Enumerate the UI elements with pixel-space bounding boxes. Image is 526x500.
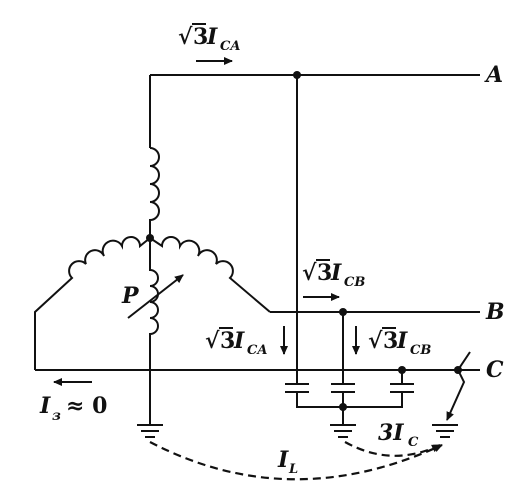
svg-text:I: I [206, 24, 218, 50]
svg-text:з: з [52, 408, 61, 424]
cap-common-bus [296, 392, 403, 408]
svg-text:√: √ [368, 328, 383, 354]
svg-text:I: I [233, 328, 245, 354]
label-sqrt3-icb-b: √ 3 I CB [302, 259, 365, 290]
winding-a-coil [149, 147, 160, 238]
capacitor-a [285, 383, 309, 393]
svg-text:3: 3 [193, 24, 208, 50]
winding-left-coil [34, 236, 151, 370]
capacitor-c [390, 383, 414, 393]
svg-text:I: I [330, 260, 342, 286]
reactor-label: P [121, 283, 140, 309]
svg-text:3: 3 [220, 328, 235, 354]
label-neutral-current: I з ≈ 0 [39, 393, 107, 424]
svg-text:L: L [288, 462, 298, 477]
ground-symbol-neutral [137, 424, 163, 438]
svg-text:√: √ [178, 24, 193, 50]
svg-text:C: C [408, 435, 419, 450]
svg-text:CA: CA [247, 343, 267, 358]
phase-c-label: C [486, 357, 504, 383]
svg-text:≈ 0: ≈ 0 [66, 393, 107, 419]
svg-text:3I: 3I [378, 420, 404, 446]
svg-text:√: √ [205, 328, 220, 354]
svg-text:CB: CB [344, 275, 365, 290]
label-sqrt3-ica-top: √ 3 I CA [178, 23, 240, 54]
ground-symbol-fault [432, 424, 458, 438]
winding-right-coil [149, 236, 271, 313]
label-sqrt3-icb-cap: √ 3 I CB [368, 327, 431, 358]
reactor-adjust-arrow [127, 274, 184, 319]
ground-symbol-capacitors [330, 424, 356, 438]
svg-text:3: 3 [317, 260, 332, 286]
svg-text:3: 3 [383, 328, 398, 354]
label-il: I L [277, 447, 298, 477]
reactor-coil [149, 238, 159, 425]
svg-text:I: I [39, 393, 51, 419]
capacitor-b [331, 383, 355, 393]
svg-text:I: I [277, 447, 289, 473]
fault-lightning-icon [446, 351, 471, 421]
cap-common-dot [339, 403, 347, 411]
svg-text:CB: CB [410, 343, 431, 358]
svg-text:I: I [396, 328, 408, 354]
phase-a-label: A [484, 62, 503, 88]
svg-text:√: √ [302, 260, 317, 286]
phase-b-label: B [485, 299, 505, 325]
svg-text:CA: CA [220, 39, 240, 54]
label-3ic: 3I C [378, 420, 419, 450]
label-sqrt3-ica-cap: √ 3 I CA [205, 327, 267, 358]
il-dashed-path [149, 441, 443, 481]
